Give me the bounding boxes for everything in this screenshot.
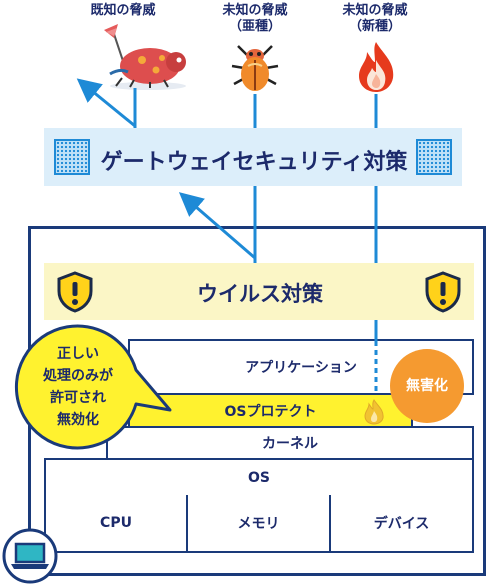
bug-with-flag-icon (104, 24, 186, 90)
hardware-memory: メモリ (186, 495, 331, 553)
gateway-security-band (44, 128, 462, 186)
antivirus-title: ウイルス対策 (197, 282, 323, 306)
threat-label-new-line2: （新種） (348, 19, 401, 34)
beetle-icon (231, 45, 279, 91)
callout-line-2: 処理のみが (43, 368, 113, 384)
os-label: OS (248, 469, 270, 486)
hardware-cpu-label: CPU (100, 515, 132, 531)
hardware-device-label: デバイス (373, 516, 430, 532)
application-label: アプリケーション (245, 360, 357, 376)
threat-label-known: 既知の脅威 (90, 3, 156, 18)
callout-line-1: 正しい (57, 346, 99, 362)
gateway-left-dot-icon (54, 139, 90, 175)
neutralized-fire-icon (364, 399, 384, 425)
threat-label-variant-line1: 未知の脅威 (222, 3, 288, 18)
threat-label-new-line1: 未知の脅威 (342, 3, 408, 18)
callout-line-4: 無効化 (57, 412, 99, 428)
laptop-icon (2, 528, 58, 584)
hardware-memory-label: メモリ (237, 516, 280, 532)
threat-label-variant-line2: （亜種） (228, 19, 281, 34)
antivirus-band (44, 263, 474, 320)
callout-line-3: 許可され (50, 390, 106, 406)
gateway-title: ゲートウェイセキュリティ対策 (100, 150, 408, 175)
fire-icon (359, 42, 394, 92)
gateway-right-dot-icon (416, 139, 452, 175)
hardware-cpu: CPU (44, 495, 188, 553)
harmless-label: 無害化 (406, 378, 448, 394)
warning-shield-icon (57, 271, 93, 313)
kernel-label: カーネル (262, 436, 318, 452)
harmless-badge (390, 349, 464, 423)
warning-shield-icon-right (425, 271, 461, 313)
os-protect-label: OSプロテクト (224, 403, 317, 420)
os-protect-layer: OSプロテクト (128, 393, 413, 428)
os-layer: OS (44, 458, 474, 497)
hardware-device: デバイス (329, 495, 474, 553)
